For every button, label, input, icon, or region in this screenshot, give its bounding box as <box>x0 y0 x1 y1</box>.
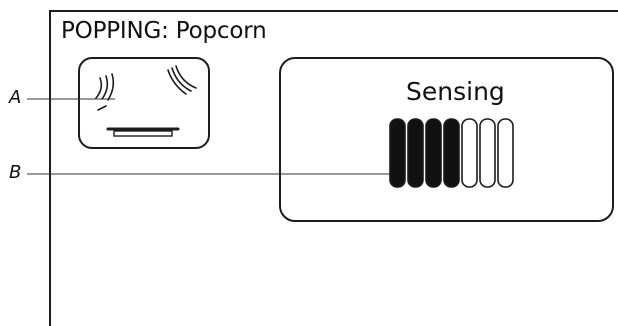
sensing-panel <box>279 57 614 222</box>
progress-bar-filled <box>443 118 460 188</box>
progress-bar-filled <box>407 118 424 188</box>
sensing-label: Sensing <box>406 77 505 106</box>
progress-bar-empty <box>461 118 478 188</box>
progress-bar-empty <box>479 118 496 188</box>
progress-bar-filled <box>389 118 406 188</box>
progress-bar-empty <box>497 118 514 188</box>
microwave-popcorn-bag-icon <box>95 65 197 137</box>
display-frame <box>49 10 618 326</box>
popcorn-icon-panel <box>78 57 210 149</box>
screen-title: POPPING: Popcorn <box>61 18 267 44</box>
sensing-progress-bars <box>389 118 514 188</box>
callout-label-b: B <box>9 162 22 183</box>
progress-bar-filled <box>425 118 442 188</box>
callout-label-a: A <box>9 87 22 108</box>
